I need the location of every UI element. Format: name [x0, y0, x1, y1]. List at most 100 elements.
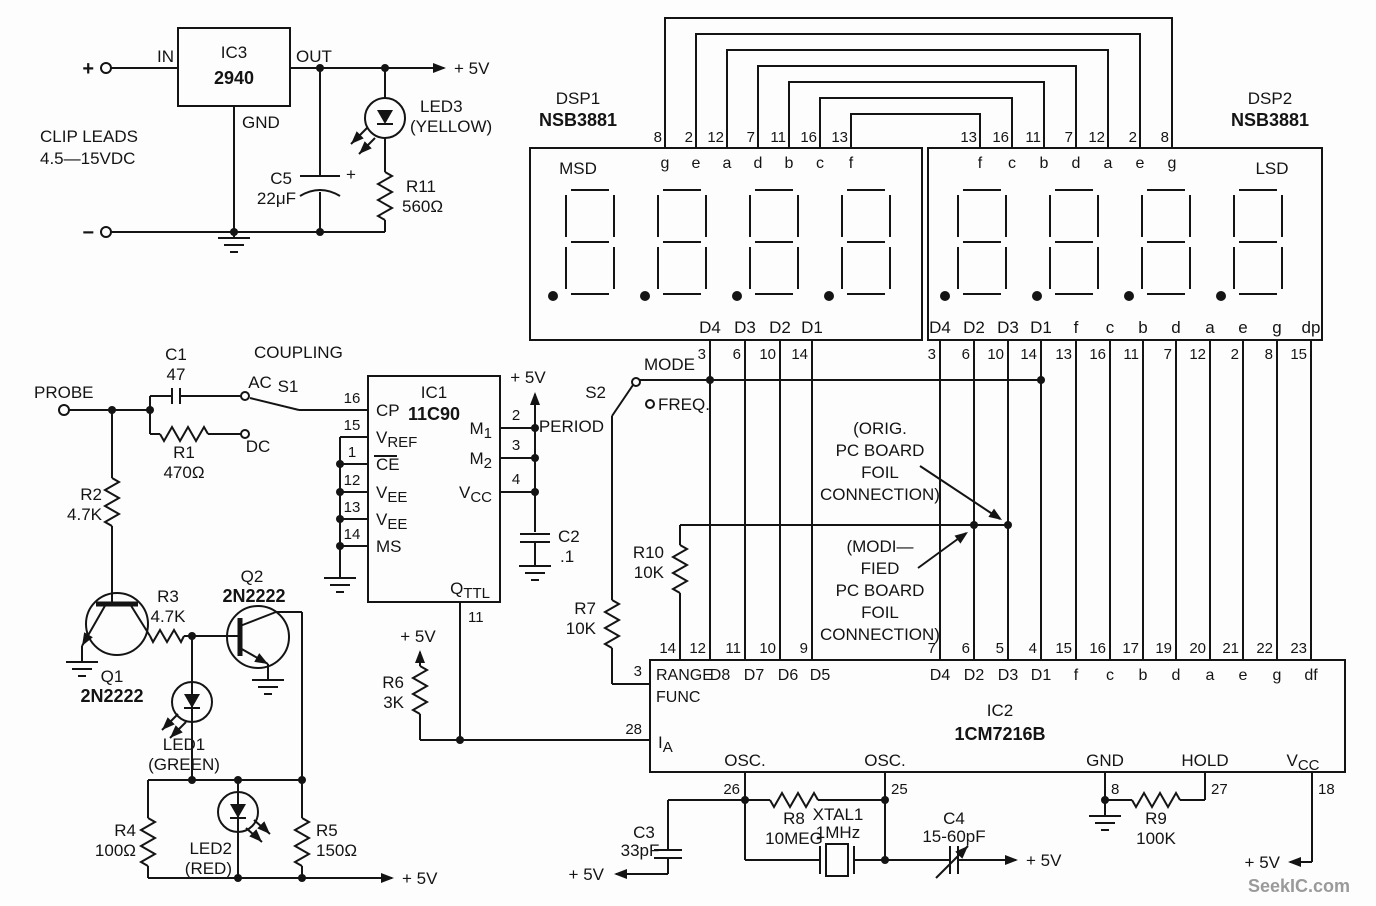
- r5-value: 150Ω: [316, 841, 357, 860]
- ic2-top-pin: 15: [1055, 640, 1072, 657]
- display-labels: DSP1 NSB3881 MSD DSP2 NSB3881 LSD 8 2 12…: [539, 89, 1320, 363]
- junction-dots: [108, 64, 1109, 882]
- plus-label: +: [82, 58, 94, 80]
- r4-value: 100Ω: [95, 841, 136, 860]
- dsp2-bot-label: D1: [1030, 318, 1052, 337]
- dsp1-digit-label: D1: [801, 318, 823, 337]
- ic2-top-pin: 17: [1122, 640, 1139, 657]
- dsp2-bot-pin: 2: [1231, 346, 1239, 363]
- ic1-pin1: 1: [348, 444, 356, 461]
- ic2-top-pin: 19: [1155, 640, 1172, 657]
- r4-ref: R4: [114, 821, 136, 840]
- ic2-pin-range: 3: [634, 663, 642, 680]
- r1-ref: R1: [173, 443, 195, 462]
- timebase-labels: C3 33pF + 5V R8 10MEG XTAL1 1MHz C4 15-6…: [569, 805, 1281, 884]
- power-supply-labels: + − IN OUT IC3 2940 GND + 5V CLIP LEADS …: [40, 43, 492, 244]
- dsp2-bot-label: d: [1171, 318, 1180, 337]
- s2-switch[interactable]: [631, 377, 655, 409]
- dsp2-bot-pin: 10: [987, 346, 1004, 363]
- dsp2-top-pin: 7: [1065, 129, 1073, 146]
- ic1-vee1-label: VEE: [376, 483, 407, 506]
- c1-ref: C1: [165, 345, 187, 364]
- dsp2-ref: DSP2: [1248, 89, 1292, 108]
- dsp1-bot-pin: 6: [733, 346, 741, 363]
- ic2-top-pin: 14: [659, 640, 676, 657]
- s1-switch[interactable]: [240, 391, 250, 439]
- dsp1-bot-pin: 3: [698, 346, 706, 363]
- osc-plus5v-right: + 5V: [1026, 851, 1062, 870]
- c4-value: 15-60pF: [922, 827, 985, 846]
- dsp2-seg-label: g: [1168, 155, 1177, 172]
- rail-plus5v-label: + 5V: [402, 869, 438, 888]
- ic2-ia-label: IA: [658, 733, 673, 756]
- dsp2-top-pin: 16: [992, 129, 1009, 146]
- dsp2-bot-pin: 6: [962, 346, 970, 363]
- ic2-pin-osc-a: 26: [723, 781, 740, 798]
- dsp2-bot-pin: 14: [1020, 346, 1037, 363]
- ic2-top-pin: 7: [928, 640, 936, 657]
- dsp2-seg-label: e: [1136, 155, 1145, 172]
- r7-value: 10K: [566, 619, 597, 638]
- front-end-labels: PROBE C1 47 COUPLING AC DC S1 R1 470Ω R2…: [34, 343, 438, 888]
- ic2-top-pin: 4: [1029, 640, 1037, 657]
- r2-resistor-symbol: [102, 477, 122, 527]
- minus-label: −: [82, 222, 94, 244]
- xtal1-value: 1MHz: [816, 823, 860, 842]
- ic3-regulator-box: [177, 27, 291, 107]
- ic2-seg-label: D4: [930, 667, 951, 684]
- r4-resistor-symbol: [138, 817, 158, 867]
- ic1-qttl-label: QTTL: [450, 579, 490, 602]
- r10-value: 10K: [634, 563, 665, 582]
- s2-label: S2: [585, 383, 606, 402]
- dsp1-top-pin: 2: [685, 129, 693, 146]
- dsp1-ref: DSP1: [556, 89, 600, 108]
- dsp2-top-pin: 13: [960, 129, 977, 146]
- wires: [69, 17, 1313, 879]
- period-label: PERIOD: [539, 417, 604, 436]
- clip-leads-label: CLIP LEADS: [40, 127, 138, 146]
- ic3-part: 2940: [214, 68, 254, 88]
- lsd-label: LSD: [1255, 159, 1288, 178]
- c1-capacitor-symbol: [171, 388, 181, 404]
- plus-terminal[interactable]: [100, 62, 112, 74]
- led1-symbol: [158, 681, 213, 742]
- dc-label: DC: [246, 437, 271, 456]
- ic2-pin-hold: 27: [1211, 781, 1228, 798]
- in-label: IN: [157, 47, 174, 66]
- probe-terminal[interactable]: [58, 404, 70, 416]
- dsp2-bot-pin: 3: [928, 346, 936, 363]
- c1-value: 47: [167, 365, 186, 384]
- orig-note-line: FOIL: [861, 463, 899, 482]
- r6-ref: R6: [382, 673, 404, 692]
- mode-switch-labels: MODE S2 FREQ. PERIOD R7 10K R10 10K: [539, 355, 710, 638]
- led1-ref: LED1: [163, 735, 206, 754]
- dsp2-bot-label: a: [1205, 318, 1215, 337]
- gnd-label: GND: [242, 113, 280, 132]
- mod-note-line: CONNECTION): [820, 625, 940, 644]
- ic1-pin13: 13: [344, 499, 361, 516]
- dsp2-box: [927, 147, 1323, 341]
- ic1-box: [367, 375, 501, 603]
- dsp2-bot-label: f: [1074, 318, 1079, 337]
- led3-symbol: [347, 97, 406, 158]
- ic2-range-label: RANGE: [656, 667, 713, 684]
- ic1-ms-label: MS: [376, 537, 402, 556]
- ic1-labels: IC1 11C90 + 5V 16 CP 15 VREF 1 CE 12 VEE…: [344, 368, 580, 712]
- ic2-seg-label: D1: [1031, 667, 1052, 684]
- minus-terminal[interactable]: [100, 226, 112, 238]
- r11-value: 560Ω: [402, 197, 443, 216]
- dsp1-top-pin: 7: [747, 129, 755, 146]
- dsp2-bot-label: D3: [997, 318, 1019, 337]
- dsp2-seg-label: c: [1008, 155, 1016, 172]
- dsp1-seg-label: a: [723, 155, 732, 172]
- c5-polarity: +: [346, 165, 356, 184]
- r6-value: 3K: [383, 693, 404, 712]
- r11-resistor-symbol: [375, 171, 395, 221]
- ic3-ref: IC3: [221, 43, 247, 62]
- dsp1-top-pin: 8: [654, 129, 662, 146]
- orig-note-line: CONNECTION): [820, 485, 940, 504]
- ic2-top-pin: 21: [1222, 640, 1239, 657]
- ic2-top-pin: 12: [689, 640, 706, 657]
- dsp2-bot-label: g: [1272, 318, 1281, 337]
